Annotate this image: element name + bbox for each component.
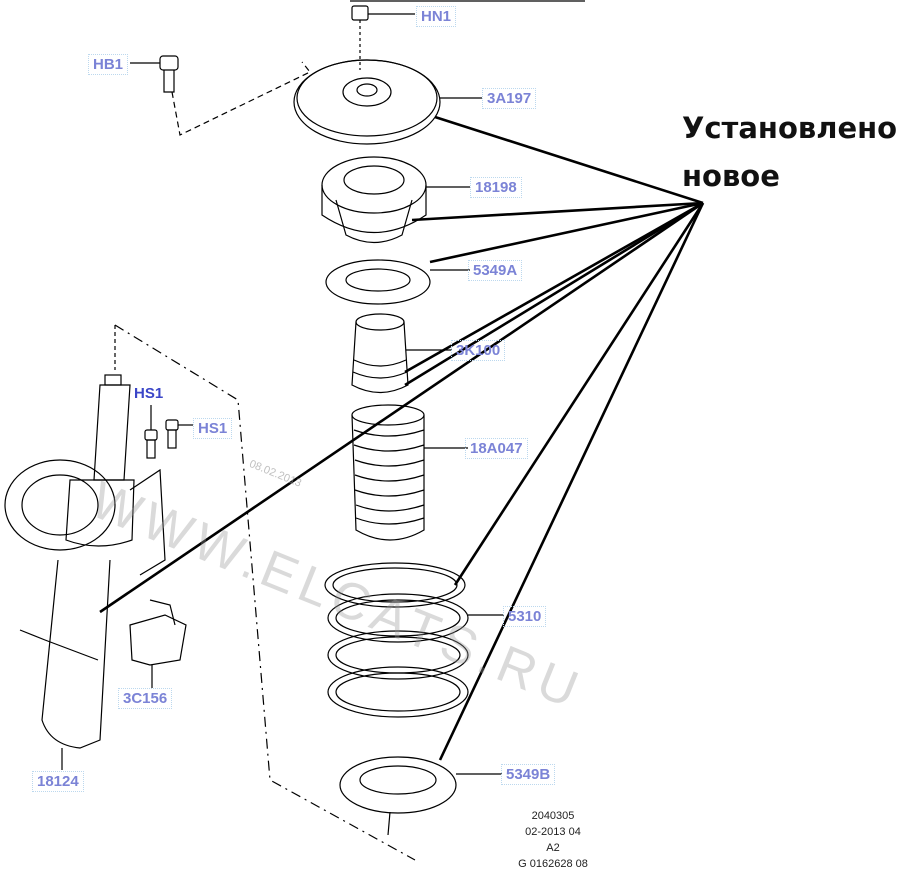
label-5349b[interactable]: 5349B <box>501 764 556 785</box>
bolt-hb1 <box>130 55 311 136</box>
installed-new-note: Установлено новое <box>682 104 897 200</box>
bump-stop-3k100 <box>351 313 452 394</box>
lower-insulator-5349b <box>339 756 502 836</box>
bearing-mount-18198 <box>321 156 470 244</box>
label-3a197[interactable]: 3A197 <box>482 88 537 109</box>
label-hs1-top[interactable]: HS1 <box>134 385 164 402</box>
note-line-1: Установлено <box>682 111 898 145</box>
code-line-3: A2 <box>546 842 560 854</box>
insulator-5349a <box>325 259 470 305</box>
hs1-bolts <box>144 405 193 459</box>
frame-dashed-line <box>114 324 416 861</box>
code-line-4: G 0162628 08 <box>518 858 588 870</box>
diagram-code-block: 2040305 02-2013 04 A2 G 0162628 08 <box>500 808 606 872</box>
coil-spring-5310 <box>324 562 504 718</box>
label-18198[interactable]: 18198 <box>470 177 522 198</box>
label-hs1-side[interactable]: HS1 <box>193 418 233 439</box>
strut-18124 <box>4 374 166 770</box>
label-5349a[interactable]: 5349A <box>468 260 523 281</box>
label-5310[interactable]: 5310 <box>503 606 547 627</box>
pointer-lines <box>99 115 705 761</box>
top-mount-3a197 <box>293 59 482 145</box>
label-18a047[interactable]: 18A047 <box>465 438 528 459</box>
note-line-2: новое <box>682 159 780 193</box>
label-hn1[interactable]: HN1 <box>416 6 457 27</box>
code-line-1: 2040305 <box>531 810 575 822</box>
label-hb1[interactable]: HB1 <box>88 54 129 75</box>
dust-boot-18a047 <box>351 404 468 541</box>
label-3c156[interactable]: 3C156 <box>118 688 173 709</box>
code-line-2: 02-2013 04 <box>525 826 581 838</box>
nut-hn1 <box>351 5 415 70</box>
bracket-3c156 <box>129 599 187 688</box>
label-18124[interactable]: 18124 <box>32 771 84 792</box>
label-3k100[interactable]: 3K100 <box>451 340 506 361</box>
